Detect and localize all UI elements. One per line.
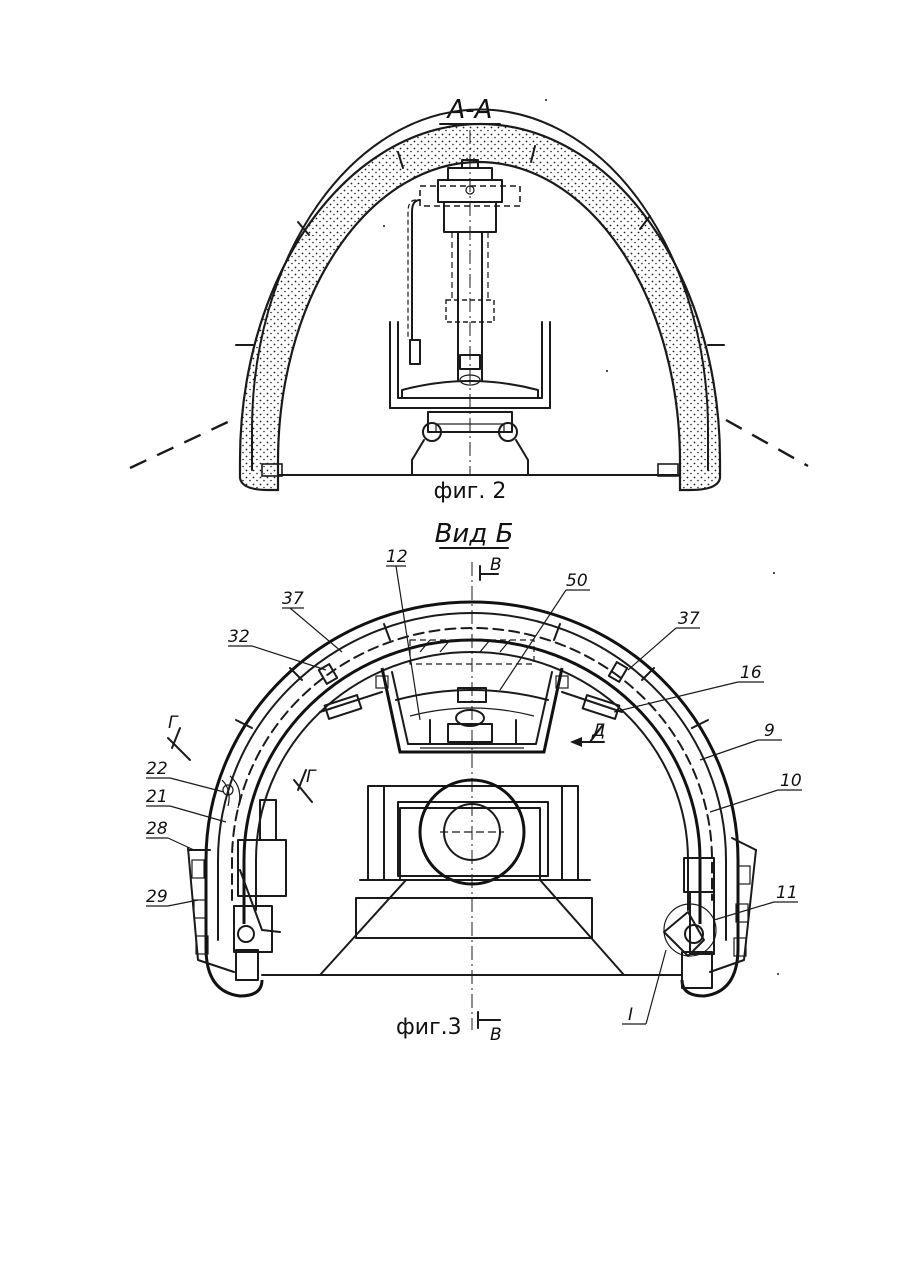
section-g-label-1: Г [168, 713, 179, 733]
callout-28: 28 [146, 819, 168, 839]
left-gripper [188, 776, 286, 980]
callout-11: 11 [776, 883, 798, 903]
detail-mark-i: I [628, 1005, 633, 1025]
view-title-b: Вид Б [435, 519, 514, 549]
concrete-lining [240, 124, 720, 490]
callout-29: 29 [146, 887, 168, 907]
callout-12: 12 [386, 547, 408, 567]
section-g-label-2: Г [306, 767, 317, 787]
section-g-marks: Г Г [168, 713, 317, 802]
hose-connector [410, 340, 420, 364]
section-mark-bottom: В [478, 1012, 502, 1045]
callout-50: 50 [566, 571, 588, 591]
figure-3-caption: фиг.3 [396, 1015, 462, 1040]
section-mark-top: В [480, 555, 502, 580]
figure-3: Вид Б В [146, 519, 802, 1045]
section-mark-bottom-label: В [490, 1025, 502, 1045]
callout-32: 32 [228, 627, 250, 647]
callout-9: 9 [764, 721, 775, 741]
callout-37-left: 37 [282, 589, 304, 609]
section-mark-top-label: В [490, 555, 502, 575]
callout-21: 21 [146, 787, 168, 807]
view-arrow-d: Д [570, 721, 605, 747]
inner-lining-line [252, 110, 708, 470]
callout-16: 16 [740, 663, 762, 683]
callout-22: 22 [146, 759, 168, 779]
figure-2-caption: фиг. 2 [434, 479, 507, 504]
left-excavation-line [130, 420, 232, 468]
figure-2: А-А [130, 95, 808, 504]
view-arrow-d-label: Д [591, 721, 605, 741]
callout-10: 10 [780, 771, 802, 791]
hydraulic-hose [412, 200, 420, 340]
callout-37-right: 37 [678, 609, 700, 629]
right-excavation-line [726, 420, 808, 466]
